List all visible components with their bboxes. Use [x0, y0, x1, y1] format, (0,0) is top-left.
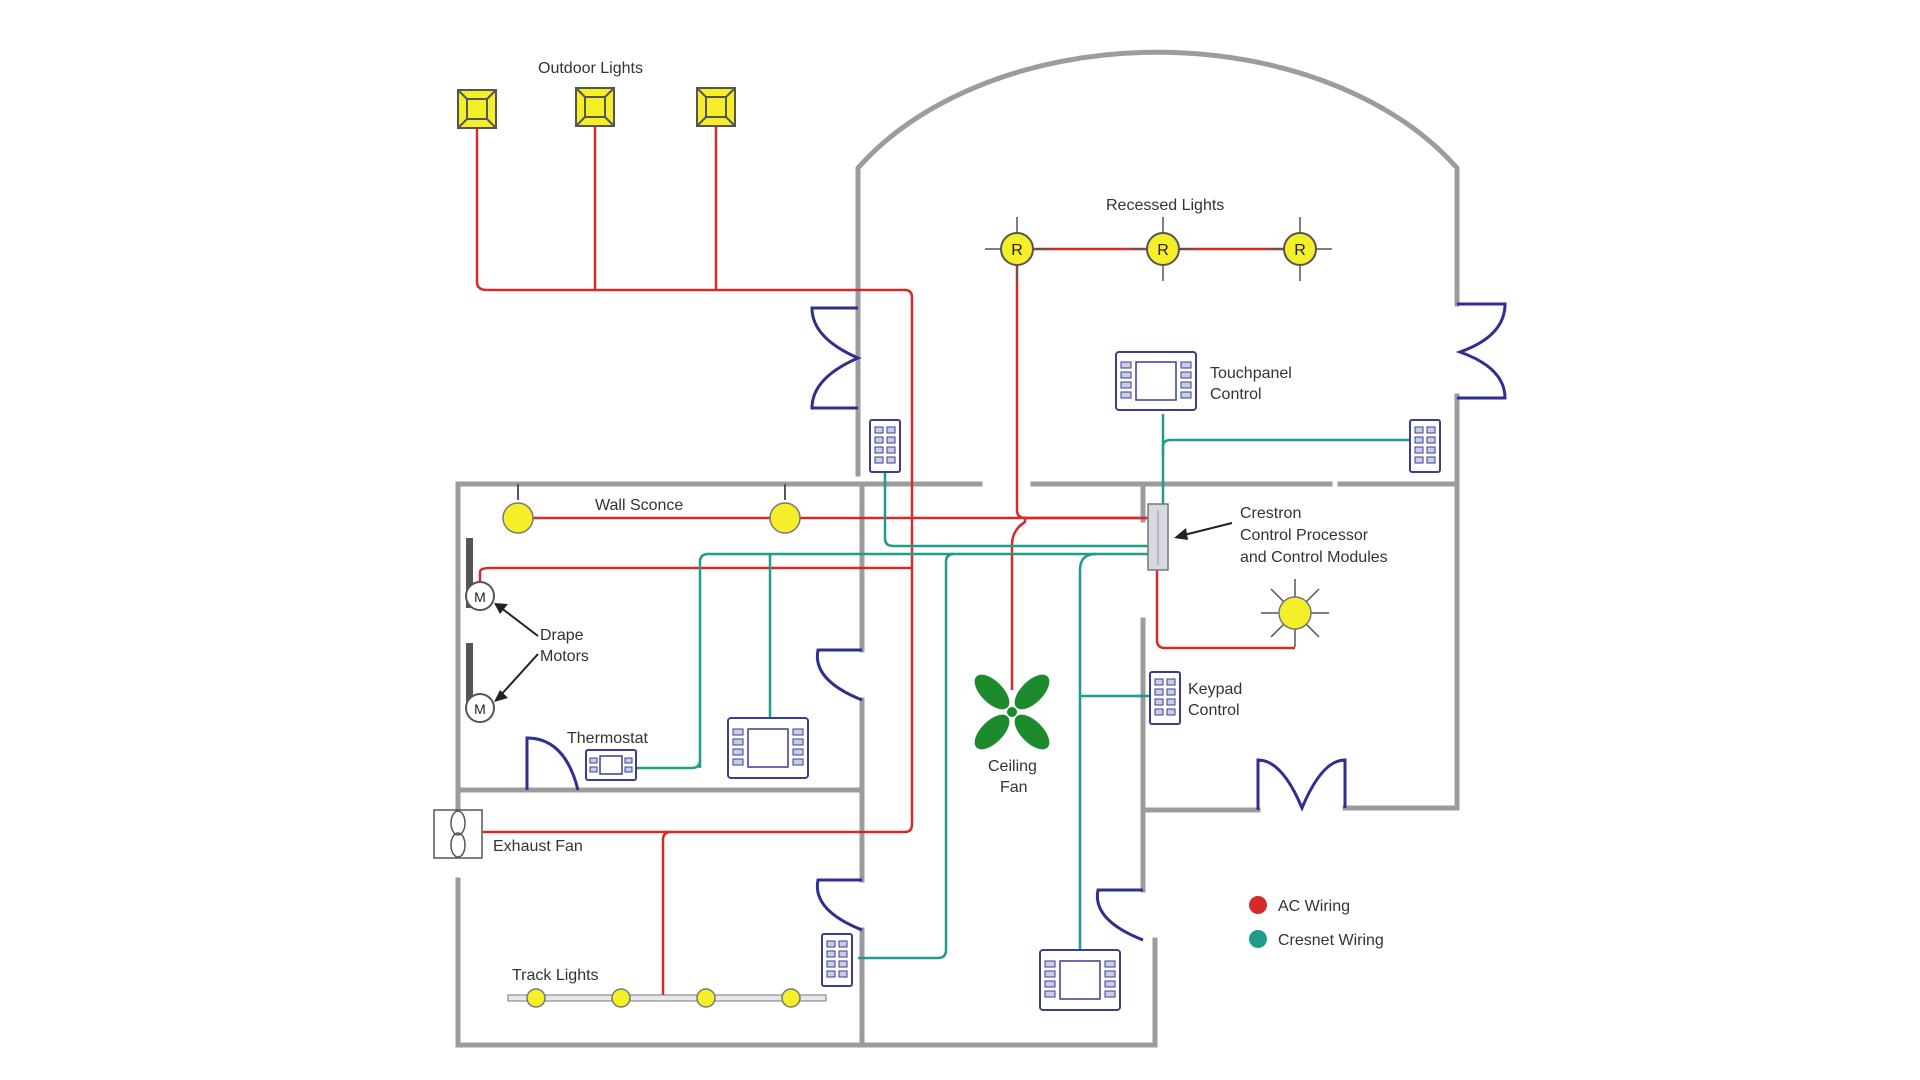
track-light-2	[611, 988, 631, 1008]
crestron-processor	[1147, 503, 1233, 571]
cn-main-bus	[698, 552, 1150, 768]
ac-wiring	[475, 126, 1300, 998]
sun-light-icon	[1261, 579, 1329, 647]
door-track-room	[815, 878, 863, 932]
outdoor-lights: Outdoor Lights	[457, 60, 736, 129]
outdoor-light-2	[575, 87, 615, 127]
dome-wall	[855, 49, 1460, 477]
keypad-label-line1: Keypad	[1188, 681, 1242, 698]
keypad-label-line2: Control	[1188, 702, 1240, 719]
ac-east-light-run	[1155, 570, 1295, 650]
drape-motors: M M Drape Motors	[465, 538, 589, 723]
exhaust-fan-label: Exhaust Fan	[493, 838, 583, 855]
outdoor-lights-label: Outdoor Lights	[538, 60, 643, 77]
recessed-symbol: R	[1157, 242, 1169, 259]
ceiling-fan-icon	[974, 674, 1050, 750]
outdoor-light-3	[696, 87, 736, 127]
legend-cresnet-swatch	[1249, 930, 1267, 948]
thermostat	[585, 749, 637, 781]
ceiling-fan-label-line1: Ceiling	[988, 758, 1037, 775]
keypad-control	[1149, 671, 1181, 725]
motor-symbol: M	[474, 701, 486, 717]
crestron-label-line3: and Control Modules	[1240, 549, 1388, 566]
recessed-light-2: R	[1131, 217, 1195, 281]
door-west-wing-mid	[815, 648, 863, 702]
touchpanel-label-line2: Control	[1210, 386, 1262, 403]
doors	[525, 302, 1507, 942]
recessed-lights: Recessed Lights R R R	[985, 197, 1332, 281]
recessed-symbol: R	[1011, 242, 1023, 259]
recessed-symbol: R	[1294, 242, 1306, 259]
cresnet-wiring	[637, 414, 1415, 960]
ac-drape-motor-run	[478, 566, 912, 596]
outdoor-light-1	[457, 89, 497, 129]
cn-lower-keypad-link	[858, 552, 955, 960]
track-lights: Track Lights	[507, 967, 827, 1008]
east-wall-lower	[1342, 393, 1460, 811]
legend-ac-label: AC Wiring	[1278, 898, 1350, 915]
drape-label-line1: Drape	[540, 627, 584, 644]
wall-sconce-2	[769, 502, 801, 534]
east-wing-inner-wall	[1140, 617, 1261, 813]
walls	[455, 49, 1460, 1048]
door-dome-east	[1455, 302, 1507, 400]
touchpanel-label-line1: Touchpanel	[1210, 365, 1292, 382]
track-light-4	[781, 988, 801, 1008]
track-lights-label: Track Lights	[512, 967, 599, 984]
crestron-pointer-arrow	[1179, 522, 1233, 537]
track-light-1	[526, 988, 546, 1008]
cn-south-panel-link	[1078, 552, 1097, 950]
recessed-light-1: R	[985, 217, 1049, 281]
crestron-label-line1: Crestron	[1240, 505, 1301, 522]
keypad-dome-east	[1409, 419, 1441, 473]
door-dome-west	[810, 306, 862, 410]
touchpanel-south	[1039, 949, 1121, 1011]
keypad-dome-west	[869, 419, 901, 473]
wall-sconce-label: Wall Sconce	[595, 497, 683, 514]
ceiling-fan-label-line2: Fan	[1000, 779, 1028, 796]
ac-exhaust-fan-run	[483, 568, 914, 834]
track-light-3	[696, 988, 716, 1008]
crestron-label-line2: Control Processor	[1240, 527, 1369, 544]
door-east-double	[1256, 758, 1347, 812]
touchpanel-control	[1115, 351, 1197, 411]
keypad-track-room	[821, 933, 853, 987]
legend-ac-swatch	[1249, 896, 1267, 914]
ac-ceiling-fan-drop	[1010, 518, 1027, 690]
drape-motor-1	[465, 581, 495, 611]
cn-dome-east-keypad-link	[1161, 438, 1415, 455]
legend: AC Wiring Cresnet Wiring	[1249, 896, 1384, 949]
door-thermostat-room	[525, 736, 580, 791]
wall-sconce-1	[502, 502, 534, 534]
recessed-light-3: R	[1268, 217, 1332, 281]
legend-cresnet-label: Cresnet Wiring	[1278, 932, 1384, 949]
cn-dome-keypad-link	[883, 470, 1150, 548]
touchpanel-west-wing	[727, 717, 809, 779]
motor-symbol: M	[474, 589, 486, 605]
ac-track-lights-drop	[661, 830, 672, 998]
wall-sconces: Wall Sconce	[502, 484, 801, 534]
thermostat-label: Thermostat	[567, 730, 648, 747]
recessed-lights-label: Recessed Lights	[1106, 197, 1224, 214]
exhaust-fan-icon	[433, 809, 483, 859]
drape-label-line2: Motors	[540, 648, 589, 665]
crestron-pointer-arrowhead	[1174, 528, 1188, 540]
drape-motor-2	[465, 693, 495, 723]
cn-thermostat-link	[637, 759, 702, 770]
door-south-center	[1095, 888, 1144, 942]
ac-outdoor-lights-run	[475, 126, 914, 568]
